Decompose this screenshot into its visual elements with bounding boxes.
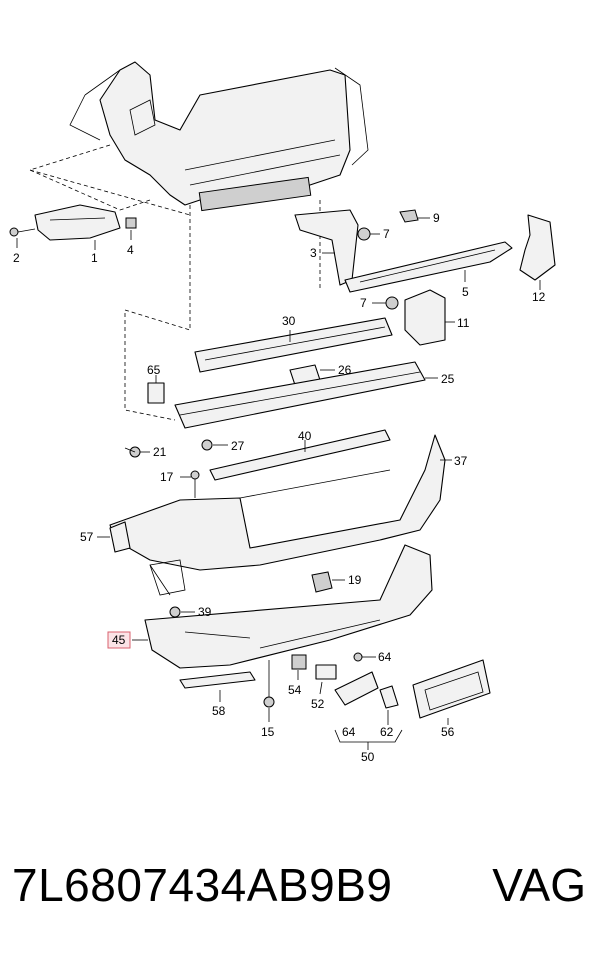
label-part-21: 21: [153, 445, 167, 459]
label-part-9: 9: [433, 211, 440, 225]
label-part-58: 58: [212, 704, 226, 718]
label-part-64-lower: 64: [342, 725, 356, 739]
label-part-15: 15: [261, 725, 275, 739]
label-part-7-upper: 7: [383, 227, 390, 241]
label-part-25: 25: [441, 372, 455, 386]
part-11-energy-absorber: [404, 289, 455, 346]
part-64-clip-upper: [353, 652, 376, 662]
label-part-4: 4: [127, 243, 134, 257]
label-part-39: 39: [198, 605, 212, 619]
part-62-connector: [379, 685, 399, 725]
label-part-54: 54: [288, 683, 302, 697]
exploded-parts-diagram: 1 2 3 4 5 7 7 9 11 12 15 17 19 21 25 26 …: [9, 61, 556, 764]
label-part-26: 26: [338, 363, 352, 377]
part-15-bolt: [263, 660, 275, 722]
part-21-bolt: [124, 446, 150, 458]
part-1-side-bracket: [34, 204, 121, 250]
part-17-screw: [180, 470, 200, 498]
label-part-2: 2: [13, 251, 20, 265]
highlight-box-part-45: [107, 631, 131, 649]
label-part-12: 12: [532, 290, 546, 304]
part-7-nut-lower: [372, 296, 399, 310]
label-part-17: 17: [160, 470, 174, 484]
part-9-clip: [399, 209, 430, 223]
label-part-57: 57: [80, 530, 94, 544]
label-part-40: 40: [298, 429, 312, 443]
part-19-clip: [311, 571, 345, 593]
part-number: 7L6807434AB9B9: [12, 859, 393, 911]
part-39-bolt: [169, 606, 195, 618]
part-4-nut: [125, 217, 137, 240]
label-part-65: 65: [147, 363, 161, 377]
rear-body-frame: [69, 61, 369, 212]
part-labels: 1 2 3 4 5 7 7 9 11 12 15 17 19 21 25 26 …: [13, 211, 546, 764]
part-58-reflector-strip: [179, 671, 256, 702]
label-part-3: 3: [310, 246, 317, 260]
part-65-pad: [147, 375, 165, 404]
label-part-50: 50: [361, 750, 375, 764]
label-part-1: 1: [91, 251, 98, 265]
part-45-bumper-cover-lower: [132, 544, 433, 669]
label-part-56: 56: [441, 725, 455, 739]
part-56-license-plate-holder: [412, 659, 491, 725]
label-part-11: 11: [457, 316, 470, 330]
label-part-64-upper: 64: [378, 650, 392, 664]
part-57-side-trim: [97, 521, 131, 553]
label-part-19: 19: [348, 573, 362, 587]
part-54-holder: [291, 654, 307, 680]
part-25-reinforcement-bar: [174, 361, 438, 429]
part-40-trim-strip: [209, 429, 391, 481]
label-part-37: 37: [454, 454, 468, 468]
part-5-guide-rail: [344, 241, 513, 293]
part-30-impact-absorber: [194, 317, 393, 373]
label-part-52: 52: [311, 697, 325, 711]
part-27-bolt: [201, 439, 228, 451]
label-part-5: 5: [462, 285, 469, 299]
part-2-screw: [9, 227, 36, 248]
part-7-nut-upper: [357, 227, 380, 241]
part-50-tow-eye-group: [334, 671, 403, 750]
label-part-27: 27: [231, 439, 245, 453]
label-part-45: 45: [112, 633, 126, 647]
label-part-7-lower: 7: [360, 296, 367, 310]
part-37-bumper-cover-upper: [109, 434, 452, 596]
part-3-mounting-bracket: [294, 209, 359, 286]
brand-name: VAG: [492, 859, 586, 911]
label-part-62: 62: [380, 725, 394, 739]
part-12-corner-bracket: [519, 214, 556, 290]
footer: 7L6807434AB9B9 VAG: [0, 858, 600, 938]
label-part-30: 30: [282, 314, 296, 328]
part-52-tow-cover: [315, 664, 337, 695]
